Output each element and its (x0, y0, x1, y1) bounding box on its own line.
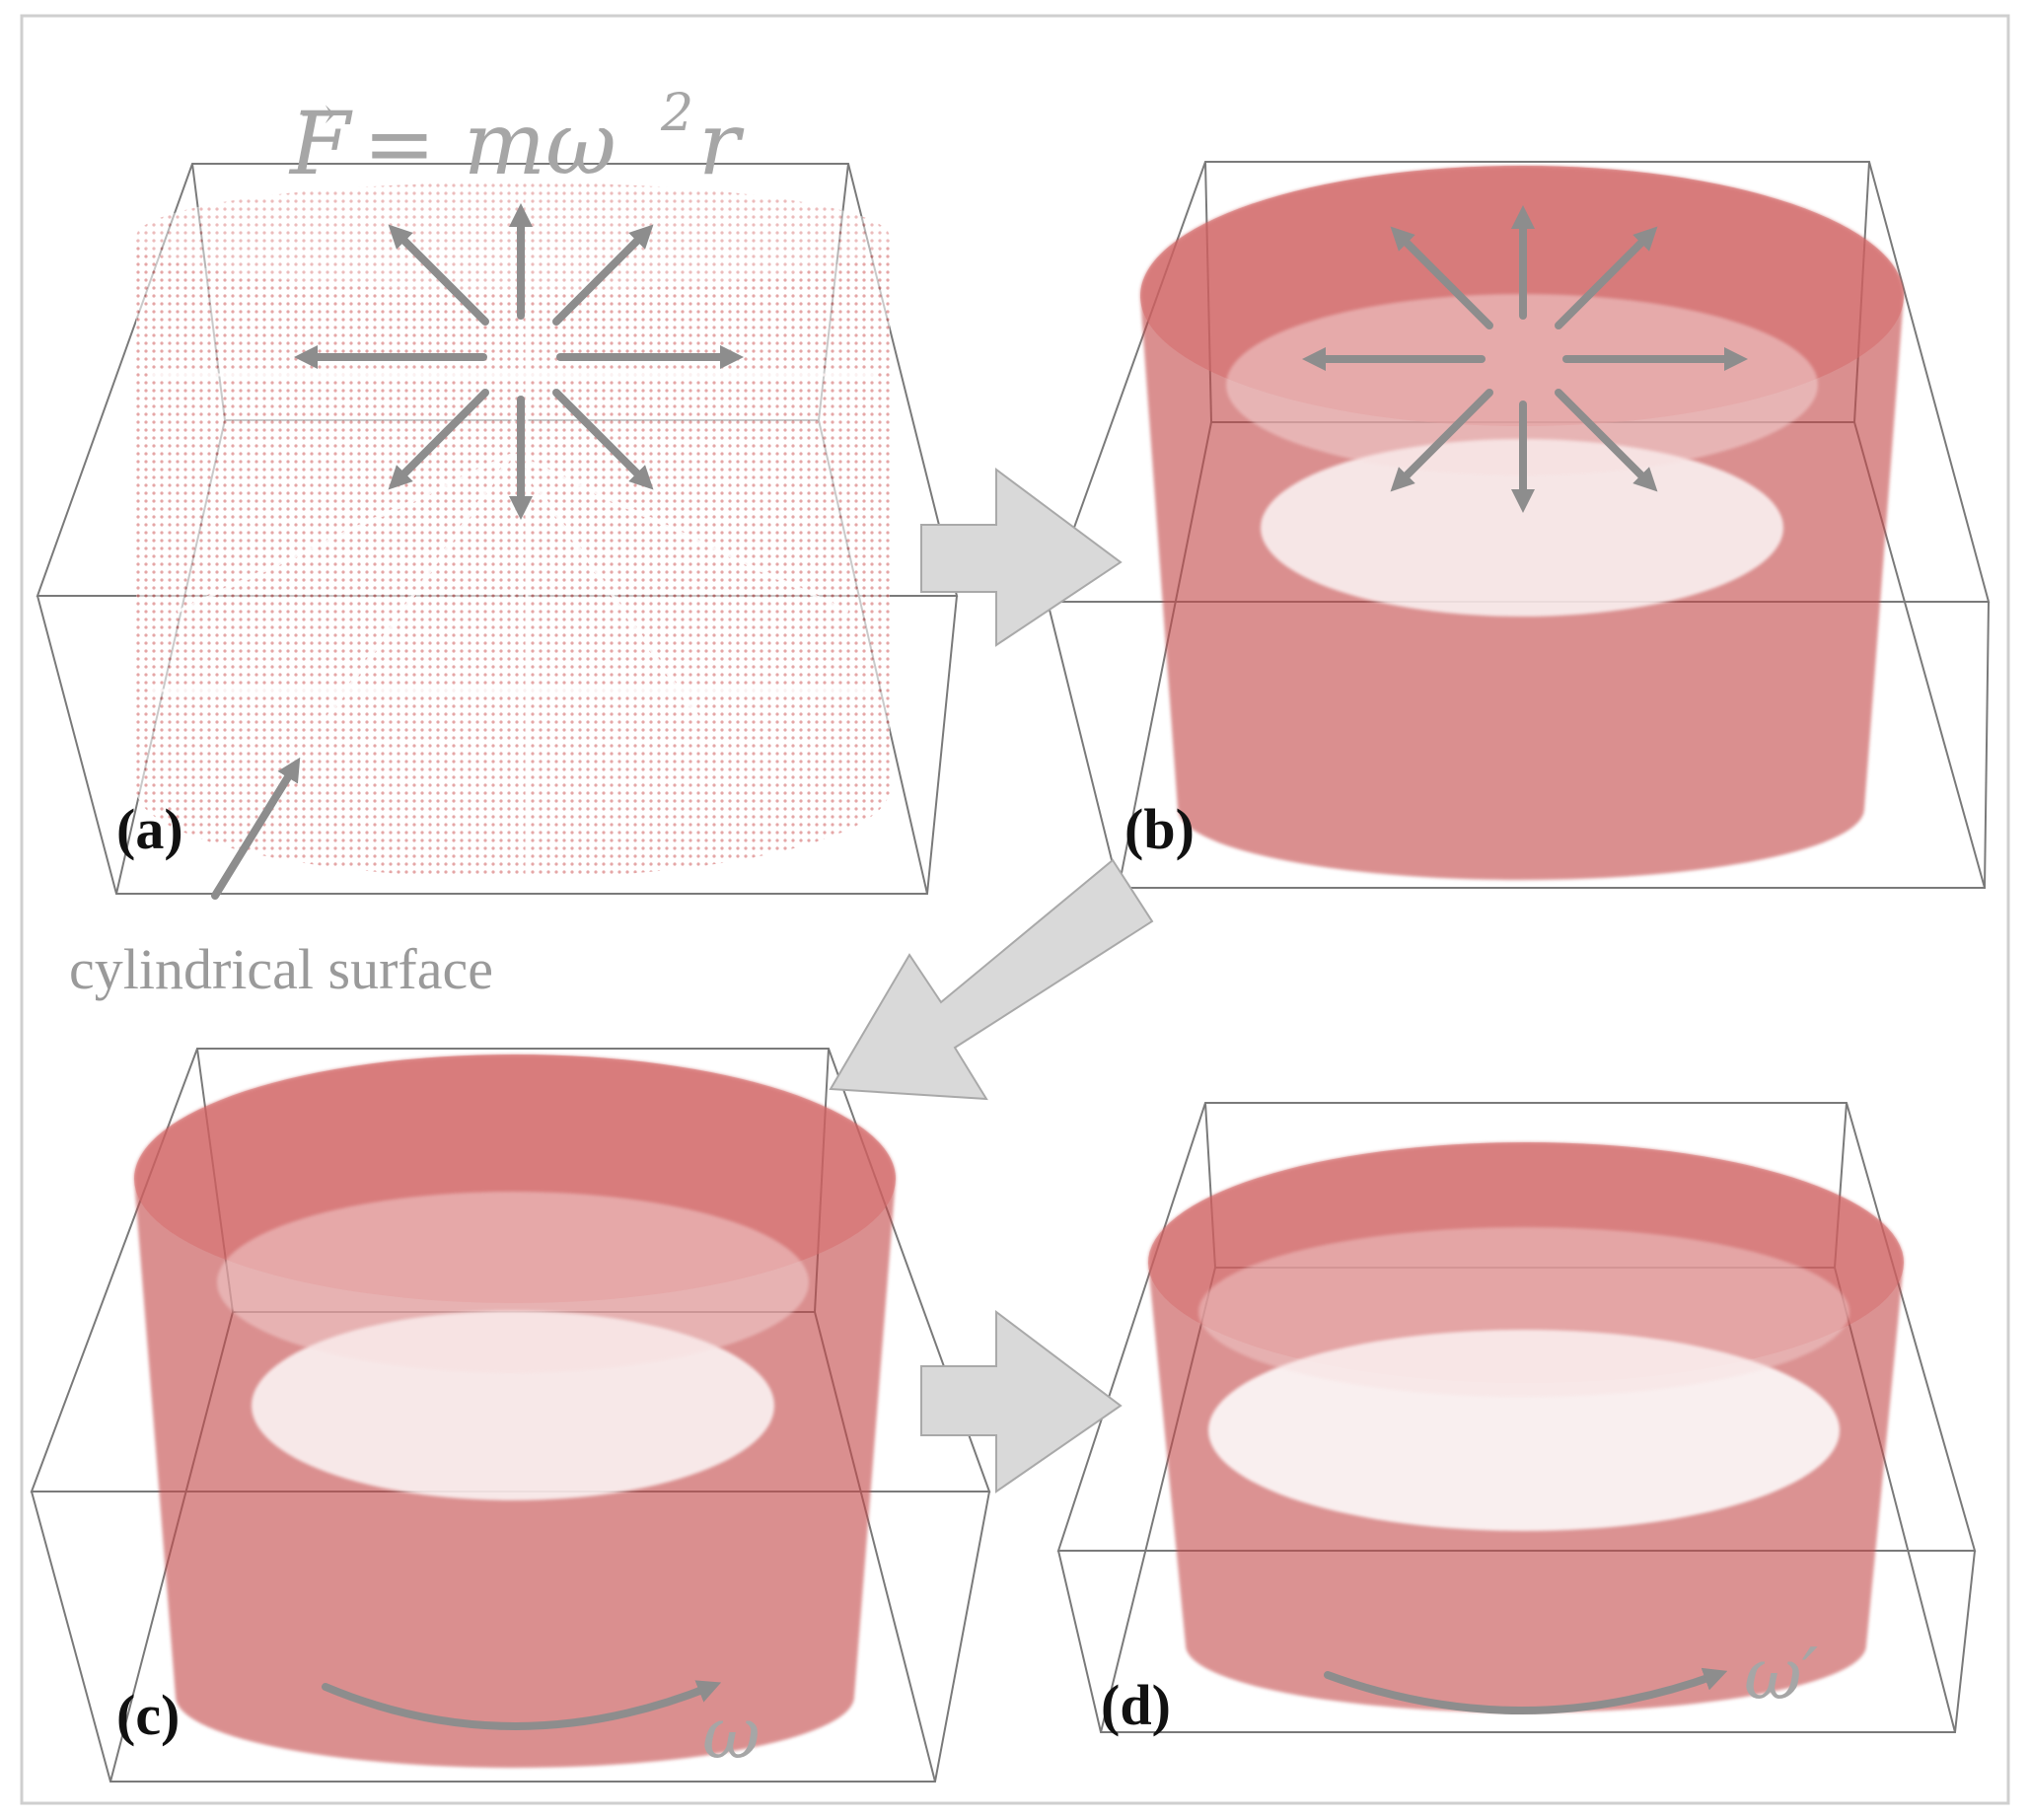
equation-exponent: 2 (660, 84, 693, 143)
force-equation: → F = mω 2 r (288, 84, 745, 194)
panel-c: ω (c) (30, 1048, 991, 1783)
panel-a-force-arrows (294, 203, 744, 520)
force-symbol: F (288, 93, 353, 194)
panel-d-label: (d) (1101, 1673, 1171, 1737)
flow-arrow-c-to-d (920, 1309, 1123, 1493)
figure-frame (20, 14, 2010, 1805)
panel-d-rotation-symbol: ω′ (1744, 1633, 1818, 1715)
panel-a-label: (a) (116, 797, 183, 861)
panel-b: (b) (1046, 161, 1991, 889)
panel-b-force-arrows (1302, 205, 1748, 513)
surface-pointer-arrow (211, 757, 301, 900)
panel-c-particle-cylinder (134, 1055, 896, 1768)
equation-rhs: = mω (363, 93, 616, 194)
panel-a-lattice-lines (148, 197, 878, 878)
panel-c-rotation-arrow (322, 1680, 722, 1730)
flow-arrow-b-to-c (829, 858, 1154, 1101)
panel-a-particle-cylinder (136, 182, 890, 878)
cylindrical-surface-annotation: cylindrical surface (69, 937, 493, 1001)
panel-b-label: (b) (1124, 797, 1195, 861)
flow-arrow-a-to-b (920, 468, 1123, 647)
panel-d-rotation-arrow (1324, 1667, 1728, 1714)
panel-a: → F = mω 2 r (a) cylindrical surface (36, 84, 959, 1001)
panel-c-rotation-symbol: ω (702, 1692, 761, 1775)
panel-d: ω′ (d) (1056, 1102, 1977, 1737)
panel-c-label: (c) (116, 1683, 180, 1747)
equation-tail: r (698, 93, 745, 194)
force-vector-arrow: → (300, 89, 336, 139)
panel-d-particle-cylinder (1148, 1142, 1904, 1712)
